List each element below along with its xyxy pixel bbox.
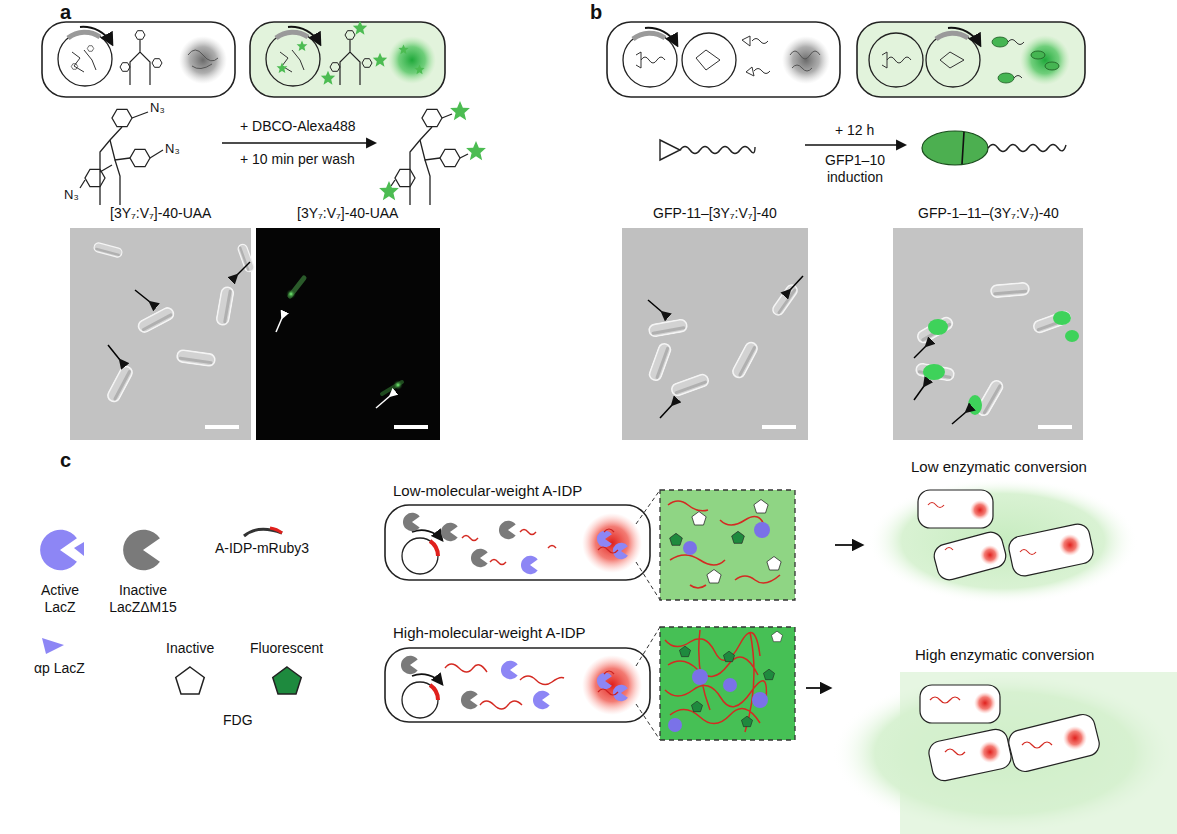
cell-illustration xyxy=(42,21,445,97)
micrograph-panel: GFP-1–11–(3Y₇:V₇)-40 xyxy=(893,205,1083,440)
node-heading: GFP-1–11–(3Y₇:V₇)-40 xyxy=(918,205,1059,221)
panel-letter: c xyxy=(60,448,71,472)
reaction-condition: GFP1–10 induction xyxy=(813,152,897,186)
node-heading: High enzymatic conversion xyxy=(915,646,1094,663)
reaction-condition: + 10 min per wash xyxy=(240,151,355,168)
chemical-group: N₃ xyxy=(165,141,180,157)
cell-box: High-molecular-weight A-IDP xyxy=(385,624,650,722)
chemical-group: N₃ xyxy=(64,187,79,203)
node-heading: [3Y₇:V₇]-40-UAA xyxy=(297,205,398,221)
conversion-region: Low enzymatic conversion xyxy=(868,458,1130,600)
group-label: FDG xyxy=(223,712,253,729)
legend-text: Inactive LacZΔM15 xyxy=(101,582,185,616)
legend-text: Active LacZ xyxy=(29,582,91,616)
chemical-structure xyxy=(80,109,163,205)
node-heading: Low-molecular-weight A-IDP xyxy=(393,482,582,499)
conversion-region: High enzymatic conversion xyxy=(832,646,1177,834)
micrograph-panel: [3Y₇:V₇]-40-UAA xyxy=(70,205,251,440)
node-heading: [3Y₇:V₇]-40-UAA xyxy=(110,205,211,221)
reaction-arrow xyxy=(805,144,905,146)
node-heading: GFP-11–[3Y₇:V₇]-40 xyxy=(653,205,777,221)
legend-text: Inactive xyxy=(166,640,214,657)
reaction-condition: + 12 h xyxy=(835,122,874,139)
panel-letter: b xyxy=(590,0,602,24)
micrograph xyxy=(893,228,1083,440)
idp-reactant xyxy=(660,140,755,160)
reaction-condition: + DBCO-Alexa488 xyxy=(240,118,356,135)
node-heading: Low enzymatic conversion xyxy=(911,458,1087,475)
reaction-arrow xyxy=(222,142,375,144)
node-heading: High-molecular-weight A-IDP xyxy=(393,624,586,641)
chemical-group: N₃ xyxy=(150,100,165,116)
legend-text: Fluorescent xyxy=(250,640,323,657)
panel-letter: a xyxy=(60,0,71,24)
micrograph-panel: [3Y₇:V₇]-40-UAA xyxy=(256,205,440,440)
micrograph xyxy=(70,228,255,440)
cell-illustration xyxy=(385,627,1177,834)
legend-text: αp LacZ xyxy=(34,660,85,677)
cell-illustration xyxy=(607,22,1085,97)
micrograph xyxy=(622,228,808,440)
micrograph xyxy=(256,228,440,440)
micrograph-panel: GFP-11–[3Y₇:V₇]-40 xyxy=(622,205,808,440)
chemical-product xyxy=(391,109,468,205)
legend-text: A-IDP-mRuby3 xyxy=(204,540,320,557)
cell-illustration xyxy=(385,478,1138,604)
cell-box: Low-molecular-weight A-IDP xyxy=(385,482,650,580)
gfp-product xyxy=(922,131,1066,165)
